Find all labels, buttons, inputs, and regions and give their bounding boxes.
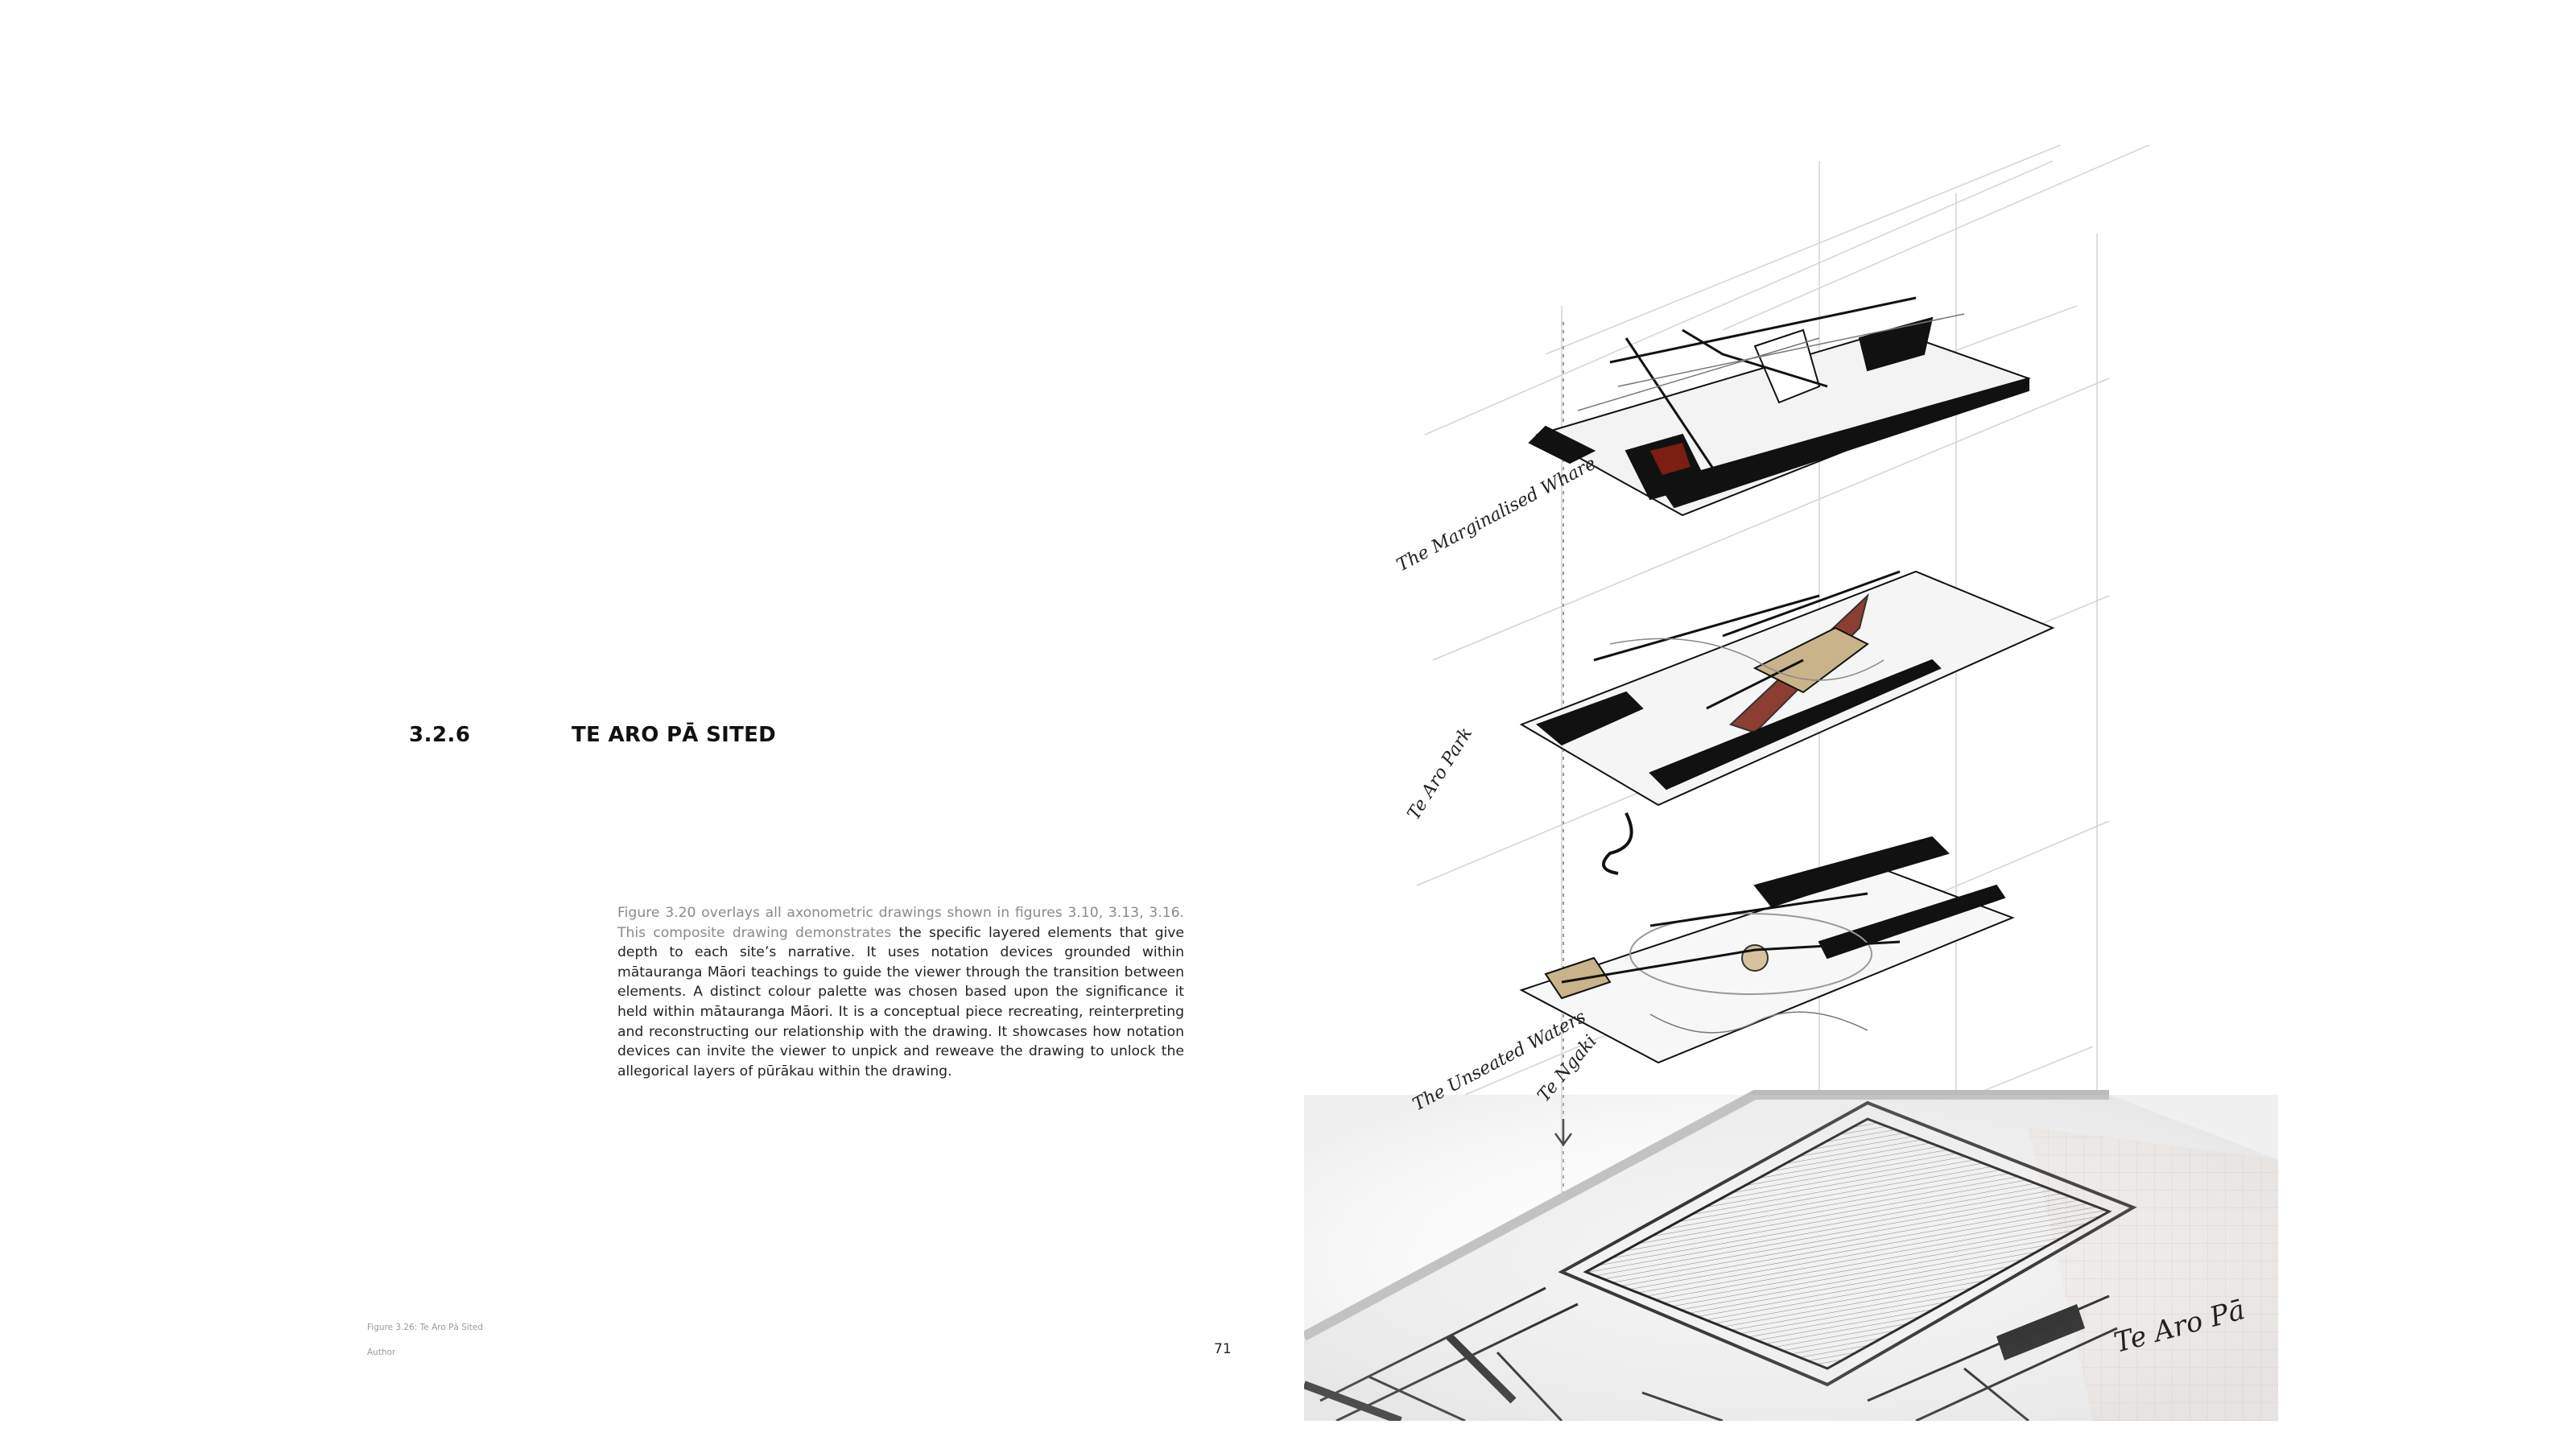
label-te-aro-park: Te Aro Park <box>1404 724 1476 824</box>
layer-te-aro-park <box>1519 570 2055 875</box>
label-marginalised-whare: The Marginalised Whare <box>1393 454 1600 576</box>
figure-caption: Figure 3.26: Te Aro Pā Sited <box>367 1323 484 1332</box>
body-main-text: the specific layered elements that give … <box>617 924 1184 1080</box>
figure-author: Author <box>367 1348 396 1357</box>
axonometric-drawing: The Marginalised Whare Te Aro Park The U… <box>1304 145 2278 1421</box>
body-lead-text: Figure 3.20 overlays all axonometric dra… <box>617 905 1184 941</box>
body-paragraph: Figure 3.20 overlays all axonometric dra… <box>617 903 1184 1081</box>
page-number: 71 <box>1214 1341 1232 1357</box>
section-title: TE ARO PĀ SITED <box>572 723 777 747</box>
section-number: 3.2.6 <box>409 723 471 747</box>
base-site-plan <box>1304 1090 2278 1421</box>
layer-unseated-waters <box>1519 836 2015 1064</box>
layer-marginalised-whare <box>1528 296 2031 517</box>
